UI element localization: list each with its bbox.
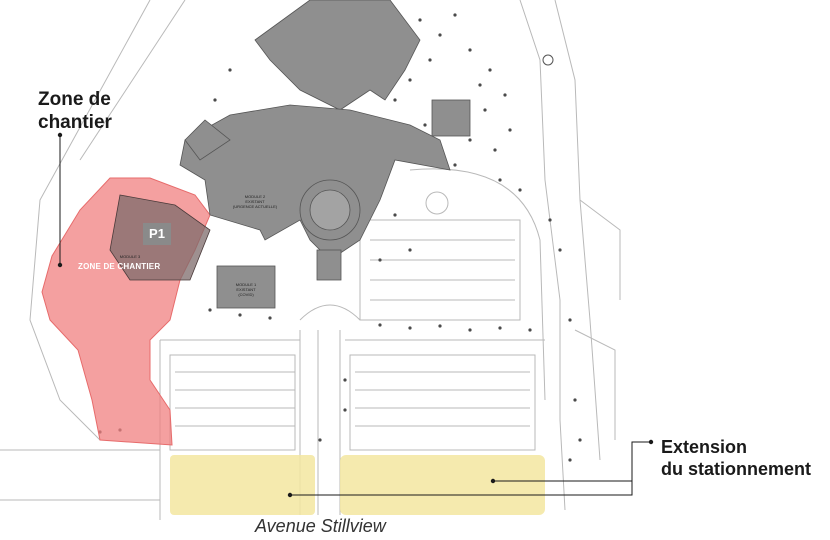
hospital-building (179, 0, 471, 309)
construction-zone-callout-line1: Zone de (38, 89, 111, 110)
module1-title: MODULE 1 (235, 282, 257, 287)
parking-p1-badge: P1 (143, 223, 171, 245)
construction-zone-callout-line2: chantier (38, 112, 112, 133)
module2-label: MODULE 2 EXISTANT (URGENCE ACTUELLE) (225, 194, 285, 209)
module2-sub2: (URGENCE ACTUELLE) (232, 204, 278, 209)
parking-extension-west (170, 455, 315, 515)
parking-extension-east (340, 455, 545, 515)
street-name-label: Avenue Stillview (255, 516, 386, 536)
module1-label: MODULE 1 EXISTANT (COVID) (225, 282, 267, 297)
module2-sub1: EXISTANT (245, 199, 265, 204)
parking-extension-callout-line2: du stationnement (661, 459, 812, 479)
parking-extension-callout: Extension du stationnement (661, 436, 811, 480)
parking-extension-callout-line1: Extension (661, 437, 748, 457)
module1-sub1: EXISTANT (236, 287, 256, 292)
leader-dots (57, 132, 654, 498)
module2-title: MODULE 2 (244, 194, 266, 199)
callout-leader-lines (59, 135, 651, 496)
module3-title: MODULE 3 (119, 254, 141, 259)
module3-label: MODULE 3 (110, 254, 150, 259)
module1-sub2: (COVID) (238, 292, 254, 297)
site-linework (0, 0, 621, 520)
construction-zone-map-label: ZONE DE CHANTIER (78, 262, 161, 271)
construction-zone-callout: Zone de chantier (38, 88, 112, 134)
